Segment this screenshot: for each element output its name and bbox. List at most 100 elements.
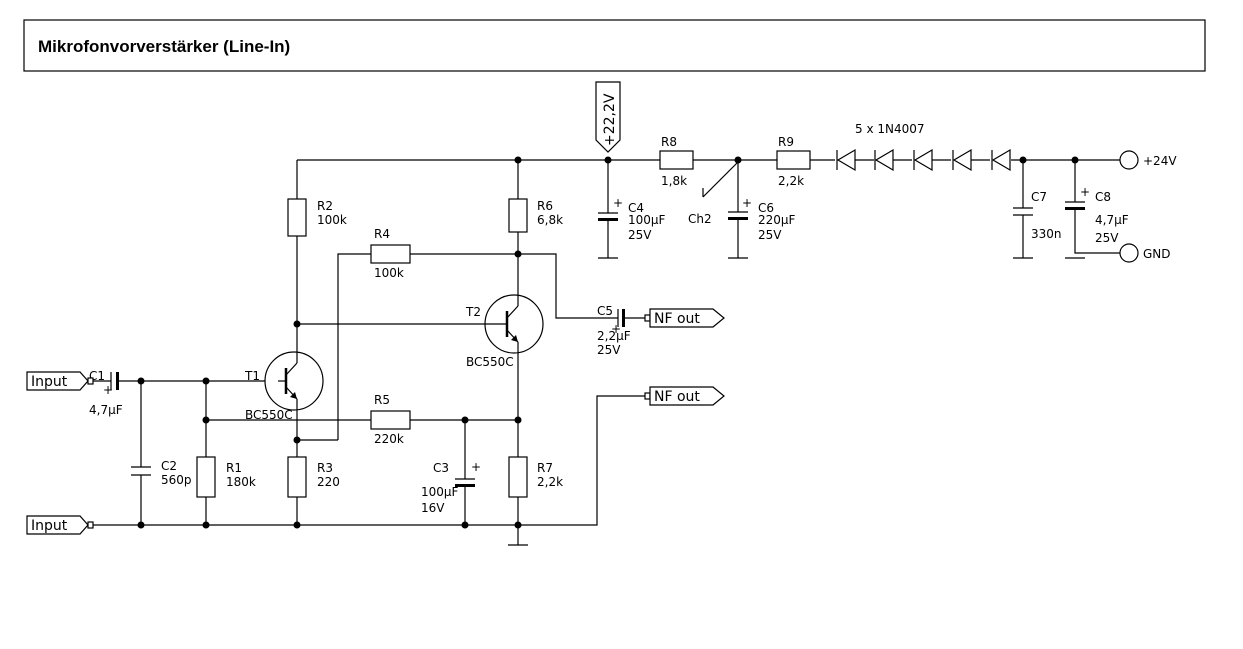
junction-dot [514, 156, 522, 164]
svg-text:25V: 25V [597, 343, 621, 357]
choke-ch2: Ch2 [688, 161, 739, 226]
svg-text:C2: C2 [161, 459, 177, 473]
svg-text:4,7µF: 4,7µF [1095, 213, 1129, 227]
junction-dot [1019, 156, 1027, 164]
svg-text:220µF: 220µF [758, 213, 796, 227]
svg-text:R4: R4 [374, 227, 390, 241]
svg-text:+: + [611, 322, 621, 336]
svg-text:25V: 25V [1095, 231, 1119, 245]
input-connector-bottom: Input [26, 515, 94, 535]
svg-text:+: + [471, 460, 481, 474]
svg-text:2,2µF: 2,2µF [597, 329, 631, 343]
junction-dot [514, 521, 522, 529]
svg-text:220k: 220k [374, 432, 404, 446]
resistor-r7: R7 2,2k [508, 456, 563, 498]
svg-text:T1: T1 [244, 369, 260, 383]
svg-text:330n: 330n [1031, 227, 1062, 241]
svg-text:+: + [742, 196, 752, 210]
svg-text:2,2k: 2,2k [778, 174, 804, 188]
junction-dot [461, 416, 469, 424]
capacitor-c6: + C6 220µF 25V [728, 196, 796, 242]
svg-text:1,8k: 1,8k [661, 174, 687, 188]
svg-text:4,7µF: 4,7µF [89, 403, 123, 417]
junction-dot [137, 521, 145, 529]
svg-text:100µF: 100µF [421, 485, 459, 499]
svg-text:BC550C: BC550C [466, 355, 514, 369]
junction-dot [293, 320, 301, 328]
nf-out-connector-bottom: NF out [644, 386, 725, 406]
junction-dot [514, 416, 522, 424]
resistor-r2: R2 100k [287, 198, 347, 237]
svg-text:6,8k: 6,8k [537, 213, 563, 227]
svg-text:C5: C5 [597, 304, 613, 318]
svg-text:R9: R9 [778, 135, 794, 149]
resistor-r3: R3 220 [287, 456, 340, 498]
svg-text:16V: 16V [421, 501, 445, 515]
junction-dot [604, 156, 612, 164]
svg-text:GND: GND [1143, 247, 1171, 261]
svg-text:Ch2: Ch2 [688, 212, 712, 226]
junction-dot [202, 377, 210, 385]
svg-text:C4: C4 [628, 201, 644, 215]
svg-text:5 x 1N4007: 5 x 1N4007 [855, 122, 925, 136]
svg-text:NF out: NF out [654, 311, 700, 327]
svg-text:25V: 25V [628, 228, 652, 242]
junction-dot [734, 156, 742, 164]
diode-icon [991, 148, 1011, 172]
junction-dot [293, 436, 301, 444]
svg-text:560p: 560p [161, 473, 192, 487]
svg-text:C6: C6 [758, 201, 774, 215]
diode-icon [913, 148, 951, 172]
svg-text:R6: R6 [537, 199, 553, 213]
resistor-r8: R8 1,8k [659, 135, 694, 188]
svg-text:NF out: NF out [654, 389, 700, 405]
svg-text:180k: 180k [226, 475, 256, 489]
svg-text:C8: C8 [1095, 190, 1111, 204]
svg-text:+: + [613, 196, 623, 210]
resistor-r5: R5 220k [370, 393, 411, 446]
svg-text:Input: Input [31, 518, 68, 534]
svg-text:+24V: +24V [1143, 154, 1177, 168]
junction-dot [514, 250, 522, 258]
capacitor-c8: + C8 4,7µF 25V [1065, 185, 1129, 245]
title-frame [23, 19, 1206, 72]
svg-text:100µF: 100µF [628, 213, 666, 227]
svg-text:T2: T2 [465, 305, 481, 319]
junction-dot [1071, 156, 1079, 164]
svg-text:BC550C: BC550C [245, 408, 293, 422]
junction-dot [293, 521, 301, 529]
capacitor-c7: C7 330n [1013, 190, 1062, 241]
svg-text:R2: R2 [317, 199, 333, 213]
supply-connector: +22,2V [595, 81, 621, 153]
junction-dot [202, 521, 210, 529]
svg-text:+22,2V: +22,2V [602, 93, 618, 146]
svg-text:+: + [1080, 185, 1090, 199]
diode-icon [836, 148, 874, 172]
svg-text:220: 220 [317, 475, 340, 489]
junction-dot [202, 416, 210, 424]
resistor-r1: R1 180k [196, 456, 256, 498]
svg-text:R5: R5 [374, 393, 390, 407]
svg-text:100k: 100k [374, 266, 404, 280]
junctions [137, 156, 1079, 529]
resistor-r4: R4 100k [370, 227, 411, 280]
svg-text:100k: 100k [317, 213, 347, 227]
capacitor-c2: C2 560p [131, 459, 192, 487]
diode-string: 5 x 1N4007 [836, 122, 1011, 172]
resistor-r6: R6 6,8k [508, 198, 563, 233]
junction-dot [461, 521, 469, 529]
transistor-t1: T1 BC550C [244, 351, 324, 422]
svg-text:C3: C3 [433, 461, 449, 475]
svg-text:R1: R1 [226, 461, 242, 475]
svg-text:R3: R3 [317, 461, 333, 475]
diode-icon [952, 148, 990, 172]
junction-dot [137, 377, 145, 385]
svg-text:25V: 25V [758, 228, 782, 242]
terminal-v24: +24V [1119, 150, 1177, 170]
nf-out-connector-top: NF out [644, 308, 725, 328]
svg-text:R7: R7 [537, 461, 553, 475]
svg-text:Input: Input [31, 374, 68, 390]
input-connector-top: Input [26, 371, 94, 391]
resistor-r9: R9 2,2k [776, 135, 811, 188]
